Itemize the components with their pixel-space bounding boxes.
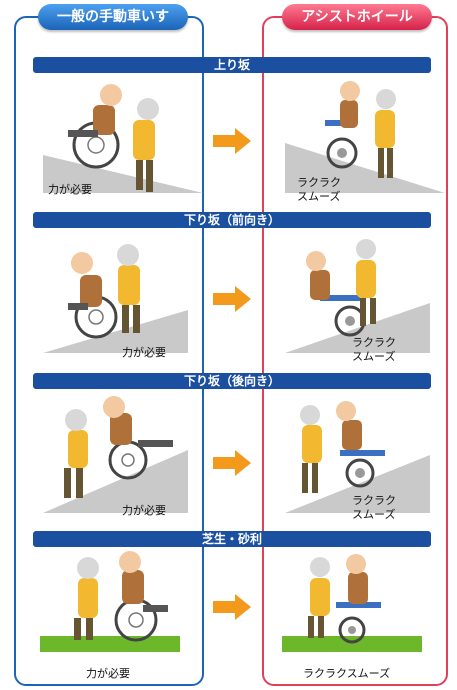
downhill-backward-assist-caption: ラクラク スムーズ [352, 494, 396, 521]
assist-wheel-title: アシストホイール [282, 4, 432, 30]
downhill-forward-standard-caption: 力が必要 [122, 346, 166, 359]
section-title-grass-gravel: 芝生・砂利 [33, 531, 431, 547]
downhill-forward-assist-caption: ラクラク スムーズ [352, 336, 396, 363]
downhill-backward-standard-illustration [43, 396, 188, 513]
right-arrow-icon [213, 128, 251, 154]
uphill-standard-caption: 力が必要 [48, 183, 92, 196]
uphill-standard-illustration [43, 84, 203, 193]
downhill-backward-assist-illustration [285, 401, 430, 513]
grass-standard-illustration [40, 551, 180, 652]
section-title-downhill-forward: 下り坂（前向き） [33, 212, 431, 228]
grass-assist-caption: ラクラクスムーズ [303, 667, 391, 680]
right-arrow-icon [213, 594, 251, 620]
right-arrow-icon [213, 286, 251, 312]
right-arrow-icon [213, 450, 251, 476]
downhill-forward-standard-illustration [43, 244, 188, 353]
downhill-forward-assist-illustration [285, 239, 430, 353]
downhill-backward-standard-caption: 力が必要 [122, 504, 166, 517]
standard-wheelchair-title: 一般の手動車いす [38, 4, 188, 30]
section-title-downhill-backward: 下り坂（後向き） [33, 373, 431, 389]
grass-assist-illustration [282, 554, 422, 652]
grass-standard-caption: 力が必要 [86, 667, 130, 680]
section-title-uphill: 上り坂 [33, 57, 431, 73]
uphill-assist-caption: ラクラク スムーズ [297, 176, 341, 203]
uphill-assist-illustration [285, 81, 445, 193]
